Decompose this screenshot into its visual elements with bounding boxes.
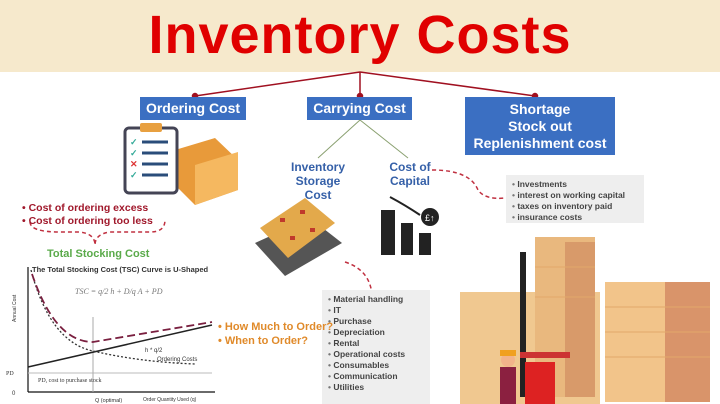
y-axis-label: Annual Cost	[12, 294, 18, 322]
ordering-cost-box: Ordering Cost	[140, 97, 246, 120]
pd-axis-label: PD	[6, 371, 14, 377]
shortage-box: Shortage Stock out Replenishment cost	[465, 97, 615, 155]
ordering-point: • Cost of ordering too less	[22, 215, 153, 227]
shortage-line: Shortage	[509, 101, 571, 117]
storage-cost-list: Material handling IT Purchase Depreciati…	[322, 290, 430, 404]
ordering-point-text: Cost of ordering excess	[28, 202, 149, 214]
chart-title: The Total Stocking Cost (TSC) Curve is U…	[32, 265, 209, 274]
svg-text:✓: ✓	[130, 170, 138, 180]
carrying-cost-box: Carrying Cost	[307, 97, 412, 120]
x-axis-label: Order Quantity Used (q)	[143, 397, 197, 403]
pd-line-label: PD, cost to purchase stock	[38, 378, 102, 384]
ordering-point: • Cost of ordering excess	[22, 202, 149, 214]
storage-cost-label: Inventory Storage Cost	[282, 160, 354, 202]
total-cost-curve	[31, 273, 213, 343]
title-banner	[0, 0, 720, 72]
questions: • How Much to Order? • When to Order?	[218, 320, 333, 348]
list-item: insurance costs	[512, 212, 638, 223]
list-item: Rental	[328, 338, 424, 349]
capital-line1: Cost of	[389, 160, 431, 174]
storage-line2: Storage Cost	[295, 174, 341, 202]
list-item: Material handling	[328, 294, 424, 305]
total-stocking-cost-label: Total Stocking Cost	[47, 248, 150, 260]
page-title: Inventory Costs	[148, 5, 572, 65]
question: • How Much to Order?	[218, 321, 334, 333]
ordering-points: • Cost of ordering excess • Cost of orde…	[22, 202, 153, 228]
list-item: Communication	[328, 371, 424, 382]
question-text: How Much to Order?	[224, 321, 334, 333]
list-item: Investments	[512, 179, 638, 190]
ordering-point-text: Cost of ordering too less	[28, 215, 153, 227]
origin-label: 0	[12, 391, 16, 397]
warehouse-illustration	[255, 198, 342, 276]
question: • When to Order?	[218, 335, 309, 347]
list-item: Consumables	[328, 360, 424, 371]
stock-out-line: Stock out	[508, 118, 572, 134]
capital-line2: Capital	[389, 174, 430, 188]
question-text: When to Order?	[224, 335, 309, 347]
svg-text:£↑: £↑	[425, 213, 435, 223]
list-item: Utilities	[328, 382, 424, 393]
list-item: Depreciation	[328, 327, 424, 338]
list-item: Purchase	[328, 316, 424, 327]
list-item: IT	[328, 305, 424, 316]
list-item: interest on working capital	[512, 190, 638, 201]
tsc-chart: The Total Stocking Cost (TSC) Curve is U…	[6, 265, 215, 404]
svg-text:✓: ✓	[130, 148, 138, 158]
q-optimal-label: Q (optimal)	[95, 398, 122, 404]
holding-label: h * q/2	[145, 348, 163, 354]
svg-text:✓: ✓	[130, 137, 138, 147]
ordering-cost-curve	[30, 269, 196, 365]
chart-formula: TSC = q/2 h + D/q A + PD	[75, 287, 163, 296]
ordering-costs-label: Ordering Costs	[157, 357, 197, 363]
storage-line1: Inventory	[290, 160, 345, 174]
cost-of-capital-label: Cost of Capital	[385, 160, 435, 188]
forklift-boxes-illustration	[460, 237, 710, 404]
declining-bar-chart-icon: £↑	[381, 196, 439, 255]
replenishment-line: Replenishment cost	[473, 135, 607, 151]
list-item: taxes on inventory paid	[512, 201, 638, 212]
capital-cost-list: Investments interest on working capital …	[506, 175, 644, 223]
list-item: Operational costs	[328, 349, 424, 360]
clipboard-box-icon: ✓✓✕✓	[123, 123, 238, 205]
svg-text:✕: ✕	[130, 159, 138, 169]
holding-cost-line	[27, 324, 213, 368]
